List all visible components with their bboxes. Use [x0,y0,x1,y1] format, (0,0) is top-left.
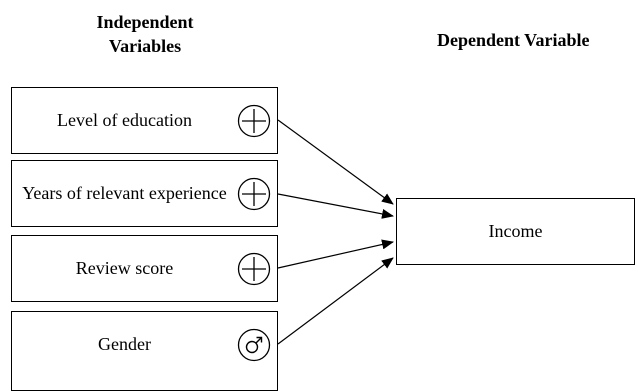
plus-circle-icon [237,104,271,137]
arrow-education-to-income [277,119,394,205]
variable-box-education: Level of education [11,87,278,154]
male-symbol-icon [237,328,271,362]
variable-box-review-score: Review score [11,235,278,302]
independent-variables-heading: Independent Variables [96,12,194,56]
variable-label: Years of relevant experience [22,183,227,203]
variable-label: Level of education [57,110,192,130]
dependent-variable-box-income: Income [396,198,635,265]
variable-label: Review score [75,258,174,278]
plus-circle-icon [237,177,271,210]
arrow-review-to-income [277,239,394,269]
variable-box-experience: Years of relevant experience [11,160,278,227]
variable-box-gender: Gender [11,311,278,391]
arrow-experience-to-income [277,193,394,219]
plus-circle-icon [237,252,271,285]
connector-arrows [277,119,394,345]
arrow-gender-to-income [277,257,394,345]
dependent-variable-heading: Dependent Variable [437,30,590,50]
variable-label: Gender [98,333,151,354]
